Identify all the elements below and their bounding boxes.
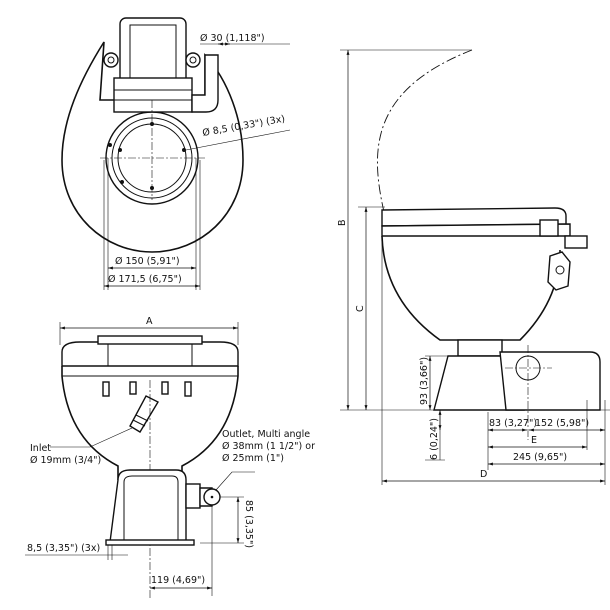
side-pump-motor — [499, 351, 601, 411]
outlet-size-38: Ø 38mm (1 1/2") or — [222, 441, 315, 452]
pump-port-dimension: Ø 30 (1,118") — [200, 33, 265, 44]
base-depth-dimension: 245 (9,65") — [513, 452, 567, 463]
pump-base-housing — [109, 469, 187, 543]
center-to-back-dimension: 152 (5,98") — [535, 418, 589, 429]
left-bolt — [103, 52, 119, 68]
top-view: Ø 30 (1,118") Ø 8,5 (0,33") (3x) Ø 150 (… — [61, 17, 291, 290]
inlet-label: Inlet — [30, 443, 51, 454]
bowl-outer-dimension: Ø 171,5 (6,75") — [108, 274, 182, 285]
outlet-label: Outlet, Multi angle — [222, 429, 310, 440]
front-view: A Inlet Ø 19mm (3/4") Outlet, Multi angl… — [25, 316, 315, 600]
front-to-center-dimension: 83 (3,27") — [489, 418, 537, 429]
bowl-inner-dimension: Ø 150 (5,91") — [115, 256, 180, 267]
base-height-dimension: 93 (3,66") — [419, 357, 430, 405]
outlet-offset-dimension: 119 (4,69") — [151, 575, 205, 586]
pump-outlet-pipe — [191, 54, 219, 113]
inlet-size: Ø 19mm (3/4") — [30, 455, 101, 466]
dimension-a-label: A — [146, 316, 153, 327]
inlet-hose-fitting — [129, 395, 159, 433]
side-inlet-fitting — [547, 251, 571, 291]
seat-lid — [61, 341, 239, 367]
side-lid — [381, 207, 567, 227]
right-bolt — [185, 52, 201, 68]
dimension-b-label: B — [337, 219, 348, 226]
base-holes-dimension: 8,5 (3,35") (3x) — [27, 543, 100, 554]
foot-height-dimension: 6 (0,24") — [429, 418, 440, 460]
side-view: B C 93 (3,66") 6 (0,24") 83 (3,27") — [337, 49, 610, 485]
dimension-d-label: D — [480, 469, 487, 480]
pedestal-cap — [457, 339, 503, 357]
outlet-size-25: Ø 25mm (1") — [222, 453, 284, 464]
dimension-c-label: C — [355, 305, 366, 312]
mount-holes-dimension: Ø 8,5 (0,33") (3x) — [202, 114, 286, 139]
bowl-outline — [61, 366, 239, 480]
outlet-height-dimension: 85 (3,35") — [243, 500, 254, 548]
lid-hinge — [97, 335, 203, 345]
top-view-body — [61, 41, 244, 253]
lid-swing-arc — [377, 49, 473, 213]
pump-base — [113, 77, 193, 113]
side-bowl — [381, 235, 561, 341]
dimension-e-label: E — [531, 435, 537, 446]
